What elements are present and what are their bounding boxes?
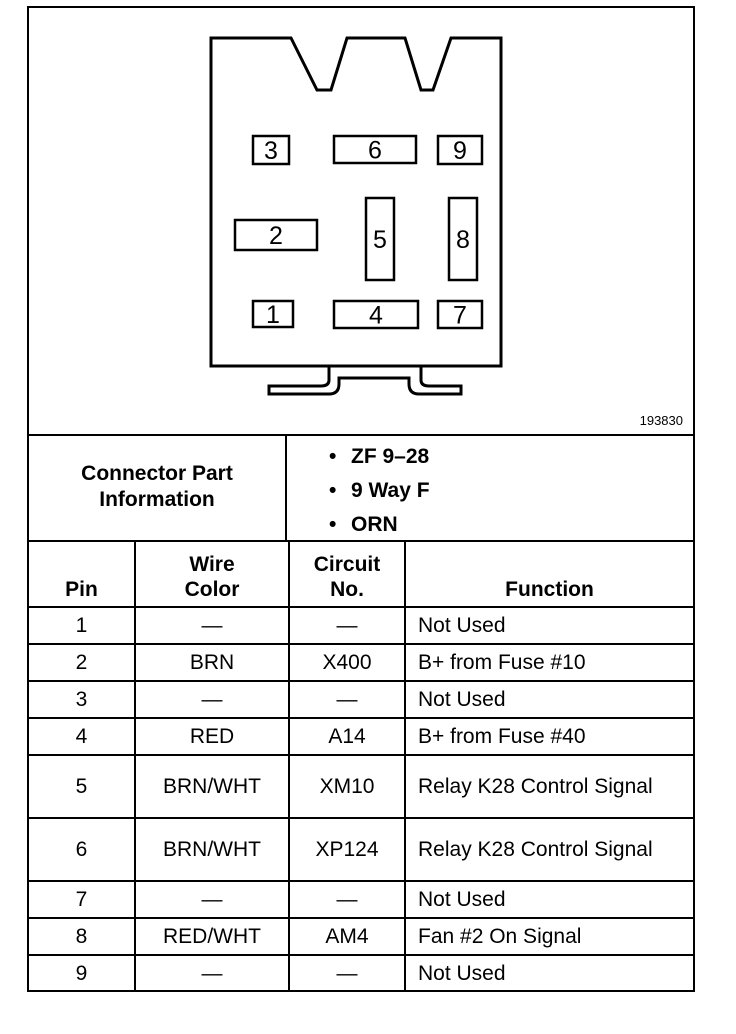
connector-info-list: ZF 9–28 9 Way F ORN bbox=[329, 440, 669, 542]
pin-cavity-7 bbox=[436, 299, 484, 330]
table-row: 3——Not Used bbox=[29, 680, 693, 719]
header-wire-color-label: Wire Color bbox=[184, 553, 240, 601]
function-cell: Not Used bbox=[404, 606, 693, 645]
circuit-cell: — bbox=[288, 680, 406, 719]
wire-color-cell: — bbox=[134, 680, 290, 719]
circuit-cell: X400 bbox=[288, 643, 406, 682]
wire-color-cell: — bbox=[134, 954, 290, 991]
pin-label-5: 5 bbox=[373, 226, 387, 254]
pin-label-6: 6 bbox=[368, 137, 382, 165]
pin-cavity-4 bbox=[332, 299, 420, 330]
pin-label-7: 7 bbox=[453, 302, 467, 330]
function-cell: Relay K28 Control Signal bbox=[404, 754, 693, 819]
wire-color-cell: BRN/WHT bbox=[134, 817, 290, 882]
function-cell: B+ from Fuse #40 bbox=[404, 717, 693, 756]
pin-cavity-3 bbox=[251, 134, 291, 166]
header-wire-color: Wire Color bbox=[134, 540, 290, 608]
pin-cavity-9 bbox=[436, 134, 484, 166]
figure-id: 193830 bbox=[639, 413, 683, 428]
pin-cavity-2 bbox=[233, 218, 319, 252]
table-row: 9——Not Used bbox=[29, 954, 693, 991]
connector-info-item: ZF 9–28 bbox=[329, 440, 669, 474]
pin-cell: 6 bbox=[29, 817, 136, 882]
pin-label-3: 3 bbox=[264, 137, 278, 165]
header-circuit: Circuit No. bbox=[288, 540, 406, 608]
pin-cell: 5 bbox=[29, 754, 136, 819]
pin-cell: 1 bbox=[29, 606, 136, 645]
pin-table: Pin Wire Color Circuit No. Function 1——N… bbox=[29, 540, 693, 991]
connector-info-item: ORN bbox=[329, 508, 669, 542]
connector-part-info: Connector Part Information ZF 9–28 9 Way… bbox=[29, 434, 693, 542]
pin-cell: 9 bbox=[29, 954, 136, 991]
table-row: 1——Not Used bbox=[29, 606, 693, 645]
function-cell: Relay K28 Control Signal bbox=[404, 817, 693, 882]
circuit-cell: AM4 bbox=[288, 917, 406, 956]
header-pin: Pin bbox=[29, 540, 136, 608]
connector-info-title-cell: Connector Part Information bbox=[29, 434, 287, 540]
circuit-cell: A14 bbox=[288, 717, 406, 756]
function-cell: Not Used bbox=[404, 880, 693, 919]
circuit-cell: XP124 bbox=[288, 817, 406, 882]
pin-cavity-1 bbox=[251, 299, 295, 329]
pin-cavity-6 bbox=[332, 134, 418, 165]
connector-body bbox=[209, 36, 503, 368]
wire-color-cell: BRN/WHT bbox=[134, 754, 290, 819]
pin-label-2: 2 bbox=[269, 222, 283, 250]
pin-label-4: 4 bbox=[369, 302, 383, 330]
connector-face-drawing: 1 2 3 4 5 6 7 8 9 bbox=[209, 36, 503, 396]
pin-cell: 4 bbox=[29, 717, 136, 756]
pin-label-9: 9 bbox=[453, 137, 467, 165]
circuit-cell: — bbox=[288, 880, 406, 919]
wire-color-cell: — bbox=[134, 606, 290, 645]
header-circuit-label: Circuit No. bbox=[313, 553, 381, 601]
pin-label-8: 8 bbox=[456, 226, 470, 254]
circuit-cell: — bbox=[288, 606, 406, 645]
pin-cell: 2 bbox=[29, 643, 136, 682]
wire-color-cell: — bbox=[134, 880, 290, 919]
wire-color-cell: BRN bbox=[134, 643, 290, 682]
function-cell: Not Used bbox=[404, 954, 693, 991]
connector-info-item: 9 Way F bbox=[329, 474, 669, 508]
table-row: 7——Not Used bbox=[29, 880, 693, 919]
function-cell: B+ from Fuse #10 bbox=[404, 643, 693, 682]
connector-latch bbox=[267, 366, 463, 396]
wire-color-cell: RED/WHT bbox=[134, 917, 290, 956]
pin-cell: 8 bbox=[29, 917, 136, 956]
connector-info-title: Connector Part Information bbox=[81, 462, 233, 511]
circuit-cell: XM10 bbox=[288, 754, 406, 819]
pin-table-header: Pin Wire Color Circuit No. Function bbox=[29, 540, 693, 608]
pin-cavity-8 bbox=[447, 196, 479, 282]
header-function: Function bbox=[404, 540, 693, 608]
pin-cell: 3 bbox=[29, 680, 136, 719]
function-cell: Not Used bbox=[404, 680, 693, 719]
pin-cavity-5 bbox=[364, 196, 396, 282]
function-cell: Fan #2 On Signal bbox=[404, 917, 693, 956]
pin-label-1: 1 bbox=[266, 301, 280, 329]
wire-color-cell: RED bbox=[134, 717, 290, 756]
pin-cell: 7 bbox=[29, 880, 136, 919]
circuit-cell: — bbox=[288, 954, 406, 991]
connector-diagram: 1 2 3 4 5 6 7 8 9 193830 bbox=[29, 8, 693, 436]
